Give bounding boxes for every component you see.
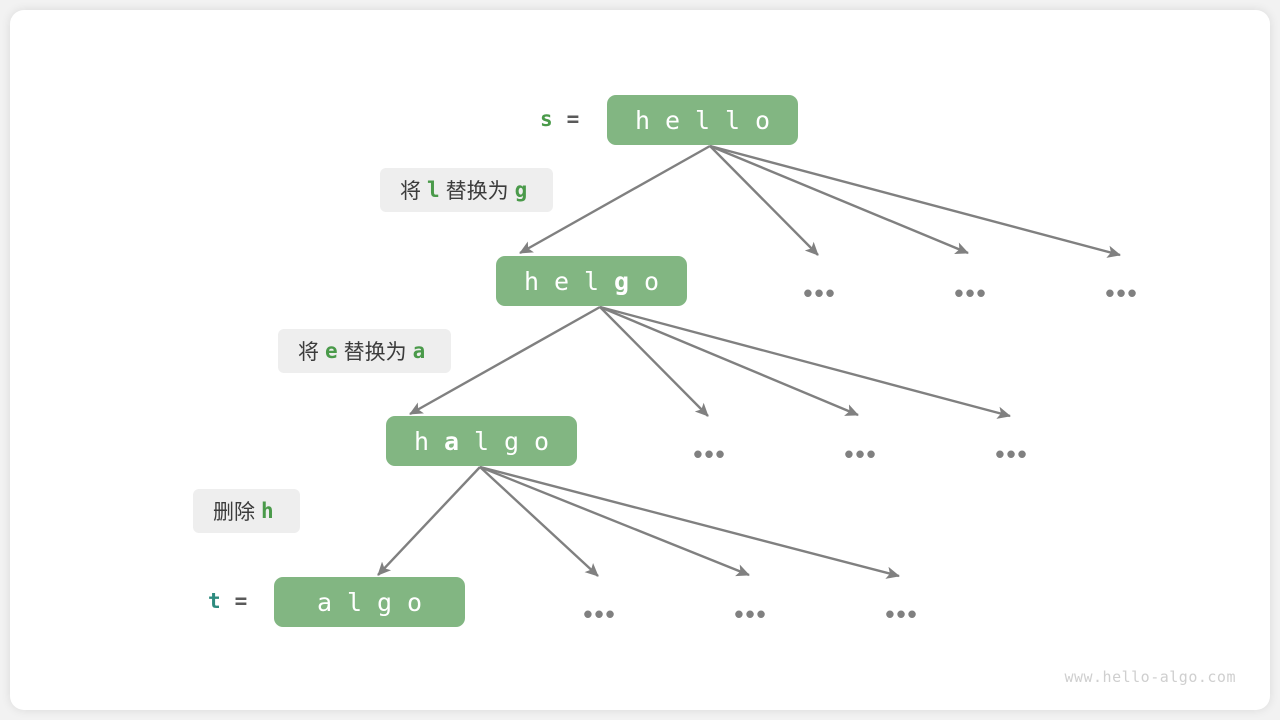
arrows-from-hello	[519, 144, 1121, 258]
string-char: o	[643, 266, 660, 296]
ellipsis-row3-1: •••	[583, 599, 617, 629]
operation-to-char: g	[514, 178, 528, 202]
operation-from-char: h	[261, 499, 274, 523]
variable-label-t: t =	[208, 589, 247, 613]
diagram-card: s = h e l l o 将 l 替换为 g h e l g o ••• ••…	[10, 10, 1270, 710]
string-char: g	[503, 426, 520, 456]
operation-label-replace-e-a: 将 e 替换为 a	[278, 329, 452, 373]
string-box-helgo[interactable]: h e l g o	[496, 256, 687, 306]
variable-label-s: s =	[540, 107, 579, 131]
string-char: e	[553, 266, 570, 296]
string-char: l	[724, 105, 741, 135]
arrows-from-helgo	[409, 305, 1011, 419]
string-char: h	[634, 105, 651, 135]
operation-from-char: e	[325, 339, 338, 363]
variable-equals-t: =	[234, 589, 248, 613]
operation-prefix: 删除	[213, 501, 255, 524]
operation-label-delete-h: 删除 h	[193, 489, 300, 533]
string-char: g	[376, 587, 393, 617]
string-char: l	[694, 105, 711, 135]
operation-from-char: l	[427, 178, 440, 202]
variable-name-t: t	[208, 589, 221, 613]
ellipsis-row2-1: •••	[693, 439, 727, 469]
string-char: e	[664, 105, 681, 135]
ellipsis-row3-2: •••	[734, 599, 768, 629]
string-char: a	[316, 587, 333, 617]
arrows-from-halgo	[377, 465, 900, 579]
ellipsis-row2-2: •••	[844, 439, 878, 469]
operation-label-replace-l-g: 将 l 替换为 g	[380, 168, 554, 212]
string-char: o	[406, 587, 423, 617]
operation-prefix: 将	[400, 180, 421, 203]
ellipsis-row2-3: •••	[995, 439, 1029, 469]
string-char: o	[754, 105, 771, 135]
string-char: l	[583, 266, 600, 296]
ellipsis-row3-3: •••	[885, 599, 919, 629]
watermark: www.hello-algo.com	[1064, 668, 1236, 686]
string-char: l	[346, 587, 363, 617]
operation-to-char: a	[412, 339, 426, 363]
string-char-highlighted: a	[443, 426, 460, 456]
string-char: l	[473, 426, 490, 456]
operation-prefix: 将	[298, 341, 319, 364]
string-char: h	[413, 426, 430, 456]
string-box-hello[interactable]: h e l l o	[607, 95, 798, 145]
string-char: o	[533, 426, 550, 456]
variable-equals-s: =	[566, 107, 580, 131]
string-char: h	[523, 266, 540, 296]
ellipsis-row1-2: •••	[954, 278, 988, 308]
ellipsis-row1-3: •••	[1105, 278, 1139, 308]
variable-name-s: s	[540, 107, 553, 131]
string-box-halgo[interactable]: h a l g o	[386, 416, 577, 466]
ellipsis-row1-1: •••	[803, 278, 837, 308]
operation-middle: 替换为	[343, 341, 407, 364]
string-box-algo[interactable]: a l g o	[274, 577, 465, 627]
operation-middle: 替换为	[445, 180, 509, 203]
string-char-highlighted: g	[613, 266, 630, 296]
